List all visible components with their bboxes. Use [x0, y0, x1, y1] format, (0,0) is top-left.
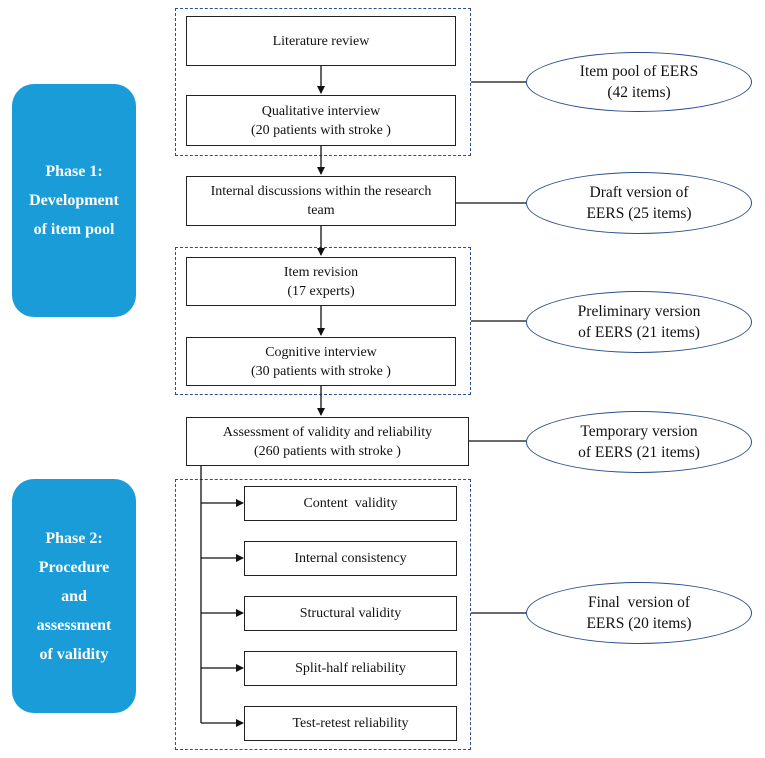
box-text: Cognitive interview — [265, 344, 377, 360]
box-content-validity: Content validity — [244, 486, 457, 521]
oval-text: (42 items) — [607, 84, 671, 101]
phase-2-line: and — [61, 587, 87, 605]
box-internal-consistency: Internal consistency — [244, 541, 457, 576]
phase-1-line: of item pool — [33, 221, 115, 238]
box-literature-review: Literature review — [186, 16, 456, 66]
phase-2-line: assessment — [36, 616, 112, 634]
box-text: Internal consistency — [294, 551, 407, 566]
phase-2-label: Phase 2: Procedure and assessment of val… — [12, 479, 136, 713]
box-text: (260 patients with stroke ) — [254, 443, 401, 459]
oval-final-version: Final version of EERS (20 items) — [526, 582, 752, 644]
group-frame-validity-tests — [175, 479, 471, 750]
box-structural-validity: Structural validity — [244, 596, 457, 631]
phase-2-line: of validity — [39, 645, 109, 663]
oval-temporary-version: Temporary version of EERS (21 items) — [526, 411, 752, 473]
box-text: team — [307, 203, 335, 218]
oval-item-pool: Item pool of EERS (42 items) — [526, 52, 752, 112]
box-text: (30 patients with stroke ) — [251, 363, 391, 379]
phase-1-label: Phase 1: Development of item pool — [12, 84, 136, 317]
box-text: Item revision — [283, 264, 359, 280]
box-text: Test-retest reliability — [292, 716, 409, 731]
box-text: Internal discussions within the research — [210, 184, 432, 199]
oval-text: of EERS (21 items) — [578, 444, 700, 461]
box-text: Structural validity — [299, 606, 402, 621]
box-cognitive-interview: Cognitive interview (30 patients with st… — [186, 337, 456, 386]
oval-preliminary-version: Preliminary version of EERS (21 items) — [526, 291, 752, 353]
box-split-half-reliability: Split-half reliability — [244, 651, 457, 686]
group-frame-revision-cognitive — [175, 247, 471, 395]
box-text: Literature review — [272, 33, 370, 49]
oval-text: Temporary version — [580, 423, 698, 440]
oval-text: Item pool of EERS — [579, 63, 699, 80]
phase-2-line: Phase 2: — [45, 529, 103, 547]
box-test-retest-reliability: Test-retest reliability — [244, 706, 457, 741]
box-assessment-validity-reliability: Assessment of validity and reliability (… — [186, 417, 469, 466]
box-text: (20 patients with stroke ) — [251, 122, 391, 138]
box-text: (17 experts) — [287, 283, 355, 299]
box-text: Assessment of validity and reliability — [222, 424, 433, 440]
phase-1-line: Development — [29, 192, 119, 209]
oval-text: of EERS (21 items) — [578, 324, 700, 341]
box-text: Split-half reliability — [295, 661, 406, 676]
phase-2-line: Procedure — [38, 558, 110, 576]
box-item-revision: Item revision (17 experts) — [186, 257, 456, 306]
phase-1-line: Phase 1: — [45, 163, 103, 180]
box-qualitative-interview: Qualitative interview (20 patients with … — [186, 95, 456, 146]
oval-text: Final version of — [587, 594, 691, 611]
box-text: Qualitative interview — [261, 103, 381, 119]
oval-draft-version: Draft version of EERS (25 items) — [526, 172, 752, 234]
oval-text: EERS (20 items) — [586, 615, 692, 632]
oval-text: EERS (25 items) — [586, 205, 692, 222]
group-frame-literature-qualitative — [175, 8, 471, 156]
box-text: Content validity — [303, 496, 398, 511]
box-internal-discussions: Internal discussions within the research… — [186, 176, 456, 226]
oval-text: Preliminary version — [577, 303, 701, 320]
oval-text: Draft version of — [589, 184, 689, 201]
